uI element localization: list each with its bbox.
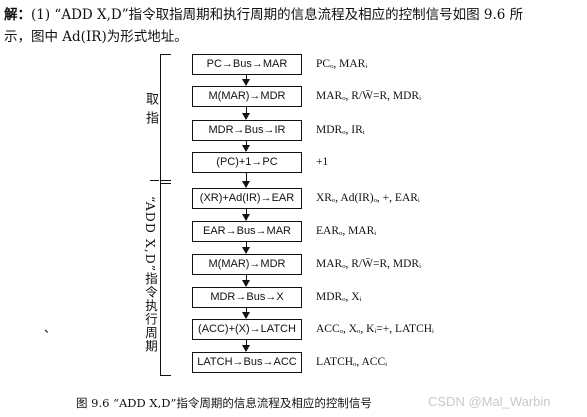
control-signals: MARₒ, R/W̄=R, MDRᵢ — [316, 258, 421, 270]
execute-cycle-bracket — [160, 180, 171, 376]
fetch-cycle-label: 取指 — [143, 92, 158, 130]
figure-caption: 图 9.6 “ADD X,D”指令周期的信息流程及相应的控制信号 — [76, 396, 372, 410]
control-signals: MDRₒ, Xᵢ — [316, 291, 362, 303]
control-signals: MDRₒ, IRᵢ — [316, 124, 365, 136]
stray-mark: 、 — [44, 321, 57, 335]
intro-text: 解：(1) “ADD X,D”指令取指周期和执行周期的信息流程及相应的控制信号如… — [4, 4, 584, 48]
flow-arrow — [242, 173, 250, 188]
control-signals: EARₒ, MARᵢ — [316, 225, 377, 237]
flow-arrow — [242, 340, 250, 352]
flow-arrow — [242, 308, 250, 319]
fetch-cycle-bracket — [160, 54, 171, 184]
intro-line-1-text: (1) “ADD X,D”指令取指周期和执行周期的信息流程及相应的控制信号如图 … — [31, 7, 524, 23]
control-signals: XRₒ, Ad(IR)ₒ, +, EARᵢ — [316, 192, 420, 204]
control-signals: LATCHₒ, ACCᵢ — [316, 356, 388, 368]
control-signals: ACCₒ, Xₒ, Kᵢ=+, LATCHᵢ — [316, 323, 434, 335]
answer-prefix: 解： — [4, 7, 31, 23]
step-box: PC→Bus→MAR — [192, 54, 302, 75]
control-signals: PCₒ, MARᵢ — [316, 58, 368, 70]
execute-cycle-label: “ADD X,D”指令执行周期 — [143, 196, 158, 354]
step-box: LATCH→Bus→ACC — [192, 352, 302, 373]
flow-arrow — [242, 75, 250, 86]
step-box: (ACC)+(X)→LATCH — [192, 319, 302, 340]
control-signals: MARₒ, R/W̄=R, MDRᵢ — [316, 90, 421, 102]
control-signals: +1 — [316, 156, 329, 168]
step-box: (PC)+1→PC — [192, 152, 302, 173]
watermark: CSDN @Mal_Warbin — [428, 394, 551, 409]
flow-arrow — [242, 141, 250, 152]
flow-arrow — [242, 242, 250, 254]
step-box: (XR)+Ad(IR)→EAR — [192, 188, 302, 209]
phase-divider-tick — [150, 180, 159, 181]
step-box: M(MAR)→MDR — [192, 86, 302, 107]
step-box: M(MAR)→MDR — [192, 254, 302, 275]
step-box: MDR→Bus→IR — [192, 120, 302, 141]
flow-arrow — [242, 209, 250, 221]
intro-line-2: 示，图中 Ad(IR)为形式地址。 — [4, 29, 188, 45]
flow-arrow — [242, 275, 250, 287]
step-box: EAR→Bus→MAR — [192, 221, 302, 242]
step-box: MDR→Bus→X — [192, 287, 302, 308]
intro-line-1: 解：(1) “ADD X,D”指令取指周期和执行周期的信息流程及相应的控制信号如… — [4, 4, 584, 26]
flow-arrow — [242, 107, 250, 120]
